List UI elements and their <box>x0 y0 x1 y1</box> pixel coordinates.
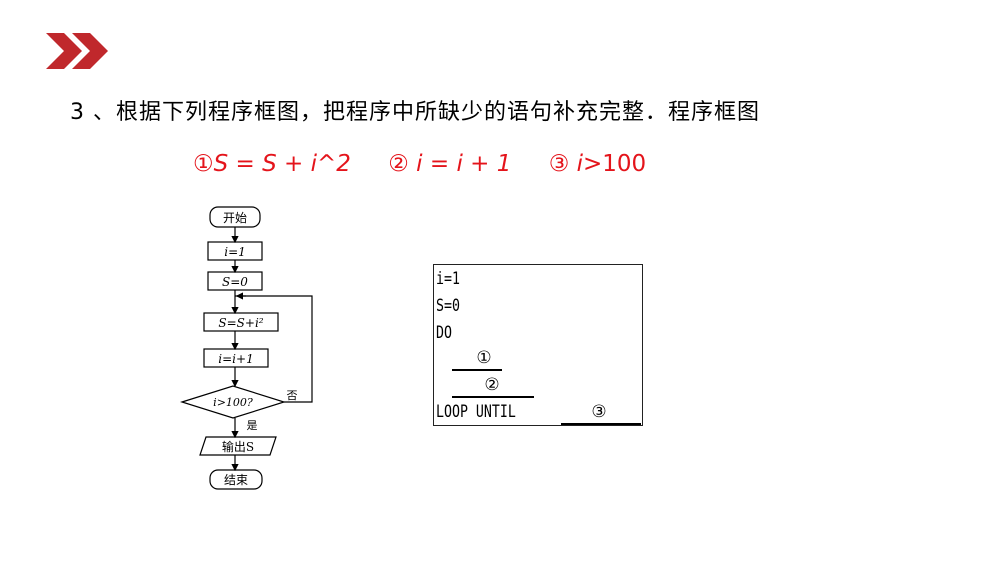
answer-3: ③ i>100 <box>548 151 647 177</box>
flowchart: 开始 i=1 S=0 S=S+i² i=i+1 i>100? 否 是 输出S 结… <box>179 206 313 490</box>
flow-condition: i>100? <box>213 396 253 409</box>
flow-update-s: S=S+i² <box>218 316 263 330</box>
blank-3-underline <box>561 423 641 425</box>
program-line: i=1 <box>436 269 460 289</box>
flow-yes-label: 是 <box>247 419 258 432</box>
blank-2-underline <box>452 396 534 398</box>
flow-update-i: i=i+1 <box>218 352 253 366</box>
answer-2: ② i = i + 1 <box>388 151 512 177</box>
flow-start: 开始 <box>223 211 247 225</box>
flow-init-s: S=0 <box>222 275 248 289</box>
answer-1: ①S = S + i^2 <box>193 151 351 177</box>
answer-line: ①S = S + i^2 ② i = i + 1 ③ i>100 <box>193 151 676 177</box>
blank-3: ③ <box>591 402 607 422</box>
question-text: 3 、根据下列程序框图，把程序中所缺少的语句补充完整．程序框图 <box>70 100 760 125</box>
program-box: i=1 S=0 DO ① ② LOOP UNTIL ③ <box>433 264 643 426</box>
flow-end: 结束 <box>224 473 248 487</box>
program-line: S=0 <box>436 296 460 316</box>
program-line: LOOP UNTIL <box>436 402 516 422</box>
flow-output: 输出S <box>222 439 254 454</box>
flow-no-label: 否 <box>287 389 298 402</box>
blank-2: ② <box>484 375 500 395</box>
blank-1: ① <box>476 348 492 368</box>
double-chevron-icon <box>46 33 108 69</box>
flow-init-i: i=1 <box>224 245 246 259</box>
program-line: DO <box>436 323 452 343</box>
blank-1-underline <box>452 369 502 371</box>
